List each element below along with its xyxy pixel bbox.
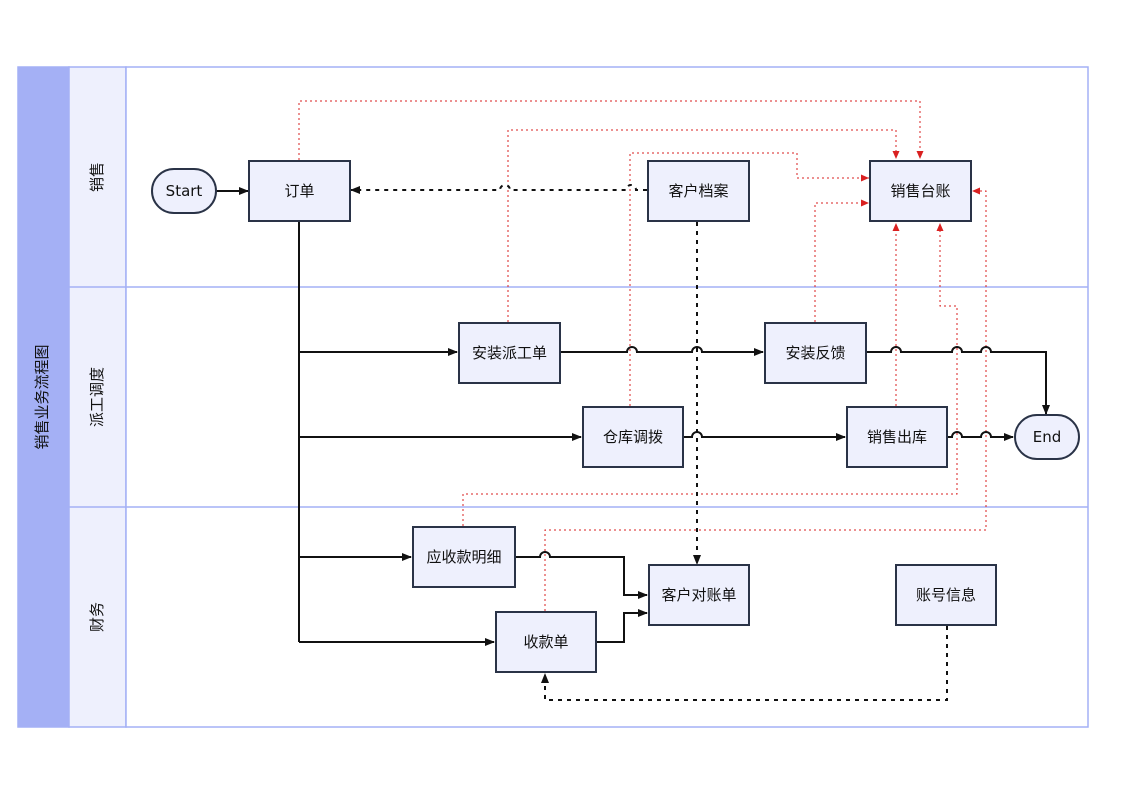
sales-outbound-node[interactable]: 销售出库 xyxy=(846,406,948,468)
dash-account-to-receipt xyxy=(541,626,948,701)
data-lines xyxy=(350,184,948,701)
customer-statement-node[interactable]: 客户对账单 xyxy=(648,564,750,626)
flow-feedback-end xyxy=(866,346,1050,415)
sales-ledger-label: 销售台账 xyxy=(890,182,950,200)
end-node[interactable]: End xyxy=(1014,414,1080,460)
order-label: 订单 xyxy=(284,182,314,200)
lane-label-sales: 销售 xyxy=(88,162,106,192)
start-node[interactable]: Start xyxy=(151,168,217,214)
flow-receivable-statement xyxy=(515,551,648,599)
install-feedback-label: 安装反馈 xyxy=(785,344,845,362)
install-order-label: 安装派工单 xyxy=(472,344,547,362)
start-label: Start xyxy=(166,182,203,200)
warehouse-transfer-node[interactable]: 仓库调拨 xyxy=(582,406,684,468)
ref-line-receivable-ledger xyxy=(462,223,958,526)
account-info-node[interactable]: 账号信息 xyxy=(895,564,997,626)
flow-warehouse-outbound xyxy=(683,431,846,441)
ref-line-install-ledger xyxy=(507,129,900,322)
ref-line-feedback-ledger xyxy=(814,199,869,322)
install-feedback-node[interactable]: 安装反馈 xyxy=(764,322,867,384)
order-node[interactable]: 订单 xyxy=(248,160,351,222)
receivable-detail-node[interactable]: 应收款明细 xyxy=(412,526,516,588)
receivable-detail-label: 应收款明细 xyxy=(426,548,501,566)
flow-outbound-end xyxy=(947,431,1014,441)
receipt-node[interactable]: 收款单 xyxy=(495,611,597,673)
end-label: End xyxy=(1033,428,1062,446)
dash-customer-to-order xyxy=(350,184,647,194)
warehouse-transfer-label: 仓库调拨 xyxy=(603,428,663,446)
flow-receipt-statement xyxy=(597,609,648,643)
sales-ledger-node[interactable]: 销售台账 xyxy=(869,160,972,222)
lane-label-finance: 财务 xyxy=(88,602,106,632)
ref-line-receipt-ledger xyxy=(544,187,987,611)
diagram-title: 销售业务流程图 xyxy=(33,344,51,449)
lane-header-band xyxy=(68,66,127,728)
sales-outbound-label: 销售出库 xyxy=(867,428,927,446)
lane-label-dispatch: 派工调度 xyxy=(88,367,106,427)
title-band xyxy=(17,66,70,728)
account-info-label: 账号信息 xyxy=(916,586,976,604)
reference-lines xyxy=(298,100,987,611)
flow-lines xyxy=(216,187,1050,646)
flow-install-feedback xyxy=(560,346,764,356)
customer-statement-label: 客户对账单 xyxy=(661,586,736,604)
customer-file-label: 客户档案 xyxy=(668,182,728,200)
ref-line-warehouse-ledger xyxy=(629,152,869,406)
install-order-node[interactable]: 安装派工单 xyxy=(458,322,561,384)
receipt-label: 收款单 xyxy=(523,633,568,651)
customer-file-node[interactable]: 客户档案 xyxy=(647,160,750,222)
